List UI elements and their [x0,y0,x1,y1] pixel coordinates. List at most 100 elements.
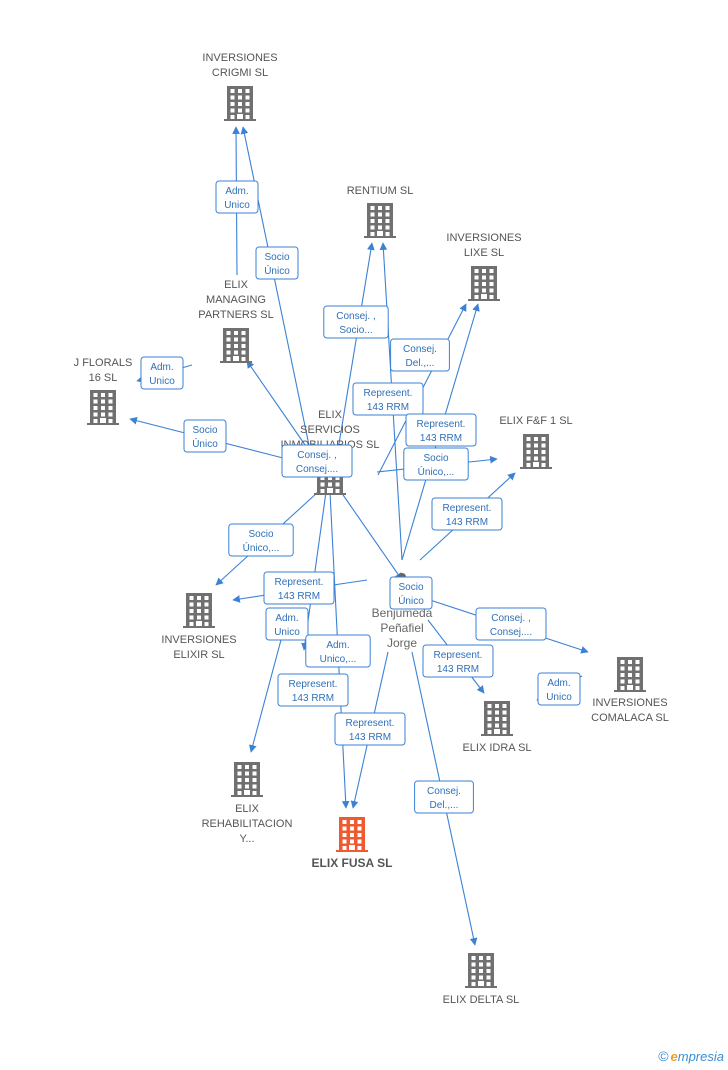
edge-label-line: Socio [398,582,423,593]
edge-line-e15 [249,624,286,753]
edge-label-e17[interactable]: Consej. , Consej.... [475,607,547,641]
edge-label-line: Único [398,594,424,607]
edge-label-line: Único,... [418,465,455,478]
company-node-ff1[interactable]: ELIX F&F 1 SL [499,415,573,469]
edge-label-e9[interactable]: Consej. ,Consej.... [281,444,353,478]
building-icon[interactable] [614,657,646,692]
company-label-line: ELIX F&F 1 SL [499,415,572,427]
edge-label-text: Adm.Unico,... [320,640,357,665]
building-icon[interactable] [220,328,252,363]
edge-label-line: Consej. , [336,311,375,322]
building-icon[interactable] [465,953,497,988]
building-icon[interactable] [231,762,263,797]
company-node-idra[interactable]: ELIX IDRA SL [462,701,532,754]
edge-label-line: Socio... [339,325,372,336]
edge-label-e5[interactable]: Adm.Unico [140,356,184,390]
building-icon[interactable] [481,701,513,736]
company-label-line: INVERSIONES [446,232,521,244]
company-label-line: ELIX IDRA SL [462,742,531,754]
edge-line-e3 [337,242,375,451]
edge-label-line: Represent. [417,419,466,430]
person-label-line: Jorge [387,636,417,650]
edge-label-e13[interactable]: Represent. 143 RRM [263,571,335,605]
edge-label-e4[interactable]: Consej.Del.,... [390,338,450,372]
edge-label-text: Adm.Unico [224,186,250,211]
edge-label-text: Represent. 143 RRM [275,577,324,602]
edge-label-line: Represent. [346,718,395,729]
building-icon[interactable] [468,266,500,301]
company-label-line: INVERSIONES [161,634,236,646]
edge-label-e20[interactable]: Represent.143 RRM [277,673,349,707]
edge-label-e11[interactable]: Represent.143 RRM [431,497,503,531]
company-node-fusa[interactable]: ELIX FUSA SL [312,817,393,870]
edge-line-e9 [246,360,313,456]
building-icon[interactable] [520,434,552,469]
company-label-line: ELIX FUSA SL [312,856,393,870]
edge-label-text: Adm.Unico [149,362,175,387]
building-icon[interactable] [224,86,256,121]
company-label-line: ELIX [224,279,249,291]
company-node-rentium[interactable]: RENTIUM SL [347,185,414,238]
edge-label-e19[interactable]: Adm. Unico [537,672,581,706]
company-node-delta[interactable]: ELIX DELTA SL [443,953,520,1006]
edge-label-line: 143 RRM [349,732,391,743]
company-node-lixe[interactable]: INVERSIONES LIXE SL [446,232,522,301]
edge-label-text: Consej. , Socio... [336,311,375,336]
edge-label-line: Represent. [275,577,324,588]
copyright-icon: © [658,1048,669,1064]
company-label-fusa: ELIX FUSA SL [312,856,393,870]
company-label-lixe: INVERSIONES LIXE SL [446,232,521,259]
edge-label-e16[interactable]: Adm.Unico,... [305,634,371,668]
edge-label-line: Unico [546,692,572,703]
edge-line-e2 [240,126,312,456]
edge-label-line: Consej.... [490,627,532,638]
edge-label-line: Adm. [547,678,570,689]
company-label-line: 16 SL [89,372,118,384]
edge-label-line: Unico [149,376,175,387]
person-label-line: Peñafiel [380,621,423,635]
edge-label-text: Represent.143 RRM [289,679,338,704]
building-icon[interactable] [87,390,119,425]
edge-label-line: Socio [264,252,289,263]
edge-label-e7[interactable]: Represent.143 RRM [405,413,477,447]
edge-label-e22[interactable]: Consej.Del.,... [414,780,474,814]
company-label-idra: ELIX IDRA SL [462,742,531,754]
footer-brand[interactable]: ©empresia [658,1048,724,1064]
edge-label-line: Consej. , [297,450,336,461]
building-icon[interactable] [336,817,368,852]
company-label-line: LIXE SL [464,247,504,259]
building-icon[interactable] [364,203,396,238]
edge-label-e1[interactable]: Adm.Unico [215,180,259,214]
edge-label-e6[interactable]: Represent.143 RRM [352,382,424,416]
edge-label-line: 143 RRM [278,591,320,602]
edge-label-e21[interactable]: Represent. 143 RRM [334,712,406,746]
brand-name: mpresia [677,1049,724,1064]
edge-label-e15[interactable]: Adm.Unico [265,607,309,641]
company-label-line: MANAGING [206,294,266,306]
building-icon[interactable] [183,593,215,628]
edge-label-line: Consej. , [491,613,530,624]
edge-label-e18[interactable]: Represent.143 RRM [422,644,494,678]
edge-label-e3[interactable]: Consej. , Socio... [323,305,389,339]
company-label-line: REHABILITACION [202,818,293,830]
